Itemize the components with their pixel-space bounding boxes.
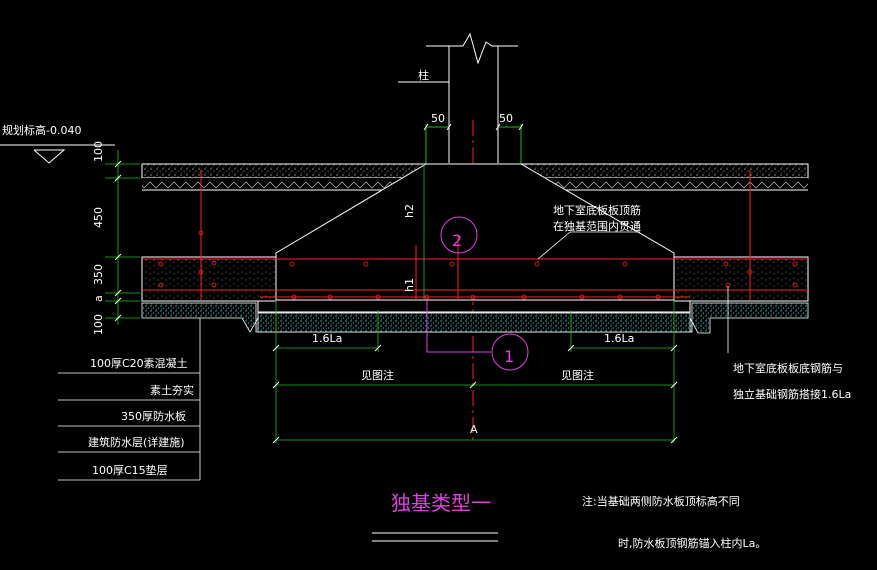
layer-legend: 100厚C20素混凝土 素土夯实 350厚防水板 建筑防水层(详建施) 100厚… [58, 318, 201, 481]
annotation-right: 地下室底板板底钢筋与 独立基础钢筋搭接1.6La [727, 286, 851, 401]
rebar-dots [158, 230, 798, 300]
svg-text:独基类型一: 独基类型一 [391, 491, 491, 515]
column-label-text: 柱 [418, 68, 429, 82]
dim-100-bottom: 100 [92, 314, 105, 335]
elevation-marker: 规划标高-0.040 [0, 123, 115, 164]
left-dims: 100 450 350 a 100 [92, 141, 140, 335]
dim-350: 350 [92, 264, 105, 285]
rebar-marker-1: 1 [426, 300, 529, 371]
pedestal-base [257, 312, 691, 333]
legend-layer-2: 素土夯实 [150, 383, 194, 397]
rebar-marker-2: 2 [440, 216, 478, 254]
dim-see-note-right: 见图注 [561, 368, 594, 382]
elevation-label: 规划标高-0.040 [2, 123, 81, 137]
legend-layer-4: 建筑防水层(详建施) [88, 435, 185, 449]
height-h2: h2 [403, 204, 416, 218]
waterproof-slab-right [673, 256, 809, 302]
dim-la-left: 1.6La [312, 332, 342, 345]
svg-text:地下室底板板底钢筋与: 地下室底板板底钢筋与 [733, 361, 843, 375]
column [426, 32, 518, 163]
top-dims: 50 50 [423, 112, 524, 165]
dim-100-top: 100 [92, 141, 105, 162]
dim-la-right: 1.6La [604, 332, 634, 345]
svg-text:独立基础钢筋搭接1.6La: 独立基础钢筋搭接1.6La [733, 387, 851, 401]
annotation-top: 地下室底板板顶筋 在独基范围内贯通 [537, 203, 641, 260]
dim-top-left: 50 [431, 112, 445, 125]
svg-text:在独基范围内贯通: 在独基范围内贯通 [553, 219, 641, 233]
waterproof-membrane [142, 300, 808, 313]
svg-text:2: 2 [452, 231, 462, 250]
dim-width-a: A [470, 423, 478, 436]
height-h1: h1 [403, 278, 416, 292]
dim-top-right: 50 [499, 112, 513, 125]
drawing-note: 注:当基础两侧防水板顶标高不同 时,防水板顶钢筋锚入柱内La。 [582, 494, 766, 550]
bottom-dims: 1.6La 1.6La 见图注 见图注 A [272, 300, 678, 444]
svg-text:注:当基础两侧防水板顶标高不同: 注:当基础两侧防水板顶标高不同 [582, 494, 740, 508]
svg-text:地下室底板板顶筋: 地下室底板板顶筋 [553, 203, 641, 217]
svg-text:时,防水板顶钢筋锚入柱内La。: 时,防水板顶钢筋锚入柱内La。 [618, 536, 766, 550]
dim-450: 450 [92, 207, 105, 228]
waterproof-slab-left [141, 256, 277, 302]
legend-layer-1: 100厚C20素混凝土 [90, 356, 188, 370]
break-symbol [426, 32, 518, 65]
column-label: 柱 [398, 68, 449, 83]
drawing-title: 独基类型一 [372, 491, 498, 542]
dim-see-note-left: 见图注 [361, 368, 394, 382]
legend-layer-3: 350厚防水板 [121, 409, 186, 423]
legend-layer-5: 100厚C15垫层 [92, 463, 168, 477]
dim-a: a [92, 295, 105, 302]
svg-text:1: 1 [504, 347, 514, 366]
